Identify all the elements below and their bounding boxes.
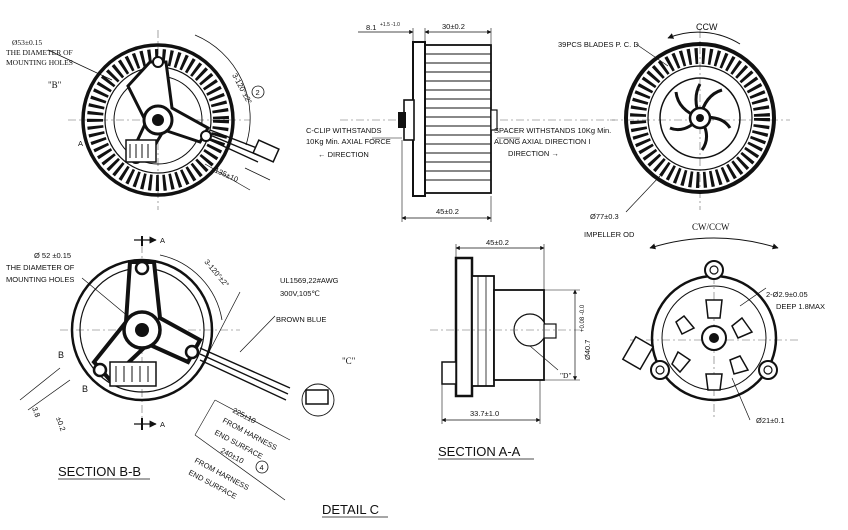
top-right-impeller-view xyxy=(610,30,790,213)
vent-slots xyxy=(671,299,754,391)
sv-clip-1: C-CLIP WITHSTANDS xyxy=(306,126,382,135)
tr-impeller-dia: Ø77±0.3 xyxy=(590,212,619,221)
tr-impeller-od: IMPELLER OD xyxy=(584,230,635,239)
bl-hole-dia: Ø 52 ±0.15 xyxy=(34,251,71,260)
tl-b-label: "B" xyxy=(48,80,62,90)
br-holes: 2-Ø2.9±0.05 xyxy=(766,290,808,299)
bl-wire-spec-1: UL1569,22#AWG xyxy=(280,276,339,285)
sv-offset-tol: +1.5 -1.0 xyxy=(380,22,400,28)
sv-spacer-1: SPACER WITHSTANDS 10Kg Min. xyxy=(494,126,611,135)
sa-dia-tol: +0.08 -0.0 xyxy=(580,304,586,332)
section-bb-title: SECTION B-B xyxy=(58,464,141,479)
tl-hole-dia-label: Ø53±0.15 xyxy=(12,38,42,47)
side-view xyxy=(340,28,615,222)
detail-c-title: DETAIL C xyxy=(322,502,379,517)
bl-hole-desc-1: THE DIAMETER OF xyxy=(6,263,75,272)
bl-wire-colors: BROWN BLUE xyxy=(276,315,326,324)
bl-hole-desc-2: MOUNTING HOLES xyxy=(6,275,74,284)
bl-a-bottom: A xyxy=(160,420,165,429)
sa-bottom: 33.7±1.0 xyxy=(470,409,499,418)
sv-spacer-2: ALONG AXIAL DIRECTION I xyxy=(494,137,590,146)
sa-width: 45±0.2 xyxy=(486,238,509,247)
side-blades xyxy=(424,44,492,194)
section-aa-title: SECTION A-A xyxy=(438,444,521,459)
sv-spacer-3: DIRECTION → xyxy=(508,149,559,158)
tl-balloon: 2 xyxy=(256,88,260,97)
bl-detail-c-ref: "C" xyxy=(342,356,356,366)
section-aa-view xyxy=(430,244,580,424)
bl-b-upper: B xyxy=(58,350,64,360)
bl-a-top: A xyxy=(160,236,165,245)
bl-dim-38-tol: ±0.2 xyxy=(54,416,67,433)
bl-wire-spec-2: 300V,105℃ xyxy=(280,289,320,298)
sv-clip-2: 10Kg Min. AXIAL FORCE xyxy=(306,137,391,146)
bl-b-lower: B xyxy=(82,384,88,394)
br-rotation-cwccw: CW/CCW xyxy=(692,222,730,232)
tl-hole-desc-1: THE DIAMETER OF xyxy=(6,48,73,57)
sa-dia: Ø40.7 xyxy=(583,340,592,360)
br-hub-dia: Ø21±0.1 xyxy=(756,416,785,425)
sv-clip-3: ← DIRECTION xyxy=(318,150,369,159)
bl-dim-38: 3.8 xyxy=(30,406,42,419)
bottom-right-motor-view xyxy=(621,237,800,421)
tl-wire-length: 135±10 xyxy=(213,166,239,184)
tl-angle-label: 3-120°±2° xyxy=(230,72,254,106)
tr-blades-label: 39PCS BLADES P. C. D xyxy=(558,40,639,49)
sv-offset-main: 8.1 xyxy=(366,23,376,32)
tl-hole-desc-2: MOUNTING HOLES xyxy=(6,58,73,67)
br-depth: DEEP 1.8MAX xyxy=(776,302,825,311)
tl-a-label: A xyxy=(78,139,83,148)
sv-bottom-width: 45±0.2 xyxy=(436,207,459,216)
top-left-motor-view xyxy=(47,30,280,210)
sa-d-ref: "D" xyxy=(560,371,572,380)
bl-balloon: 4 xyxy=(260,463,264,472)
tr-rotation-ccw: CCW xyxy=(696,22,718,32)
section-bb-view xyxy=(19,236,335,501)
sv-top-width: 30±0.2 xyxy=(442,22,465,31)
